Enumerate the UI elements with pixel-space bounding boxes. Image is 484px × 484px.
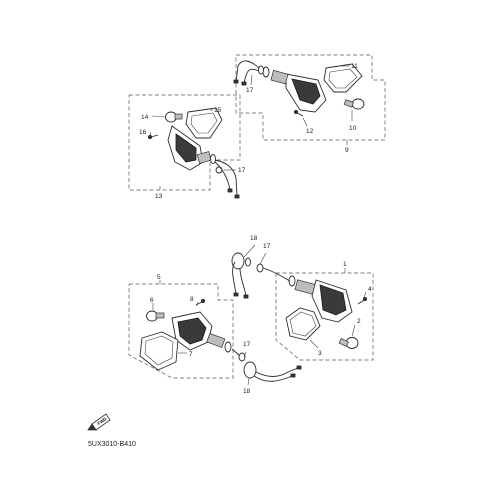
callout-11: 11 [351,63,358,70]
bulb-10 [351,98,365,110]
drawing-code: 5UX3010-B410 [88,441,136,448]
flasher-assembly-13 [128,94,241,199]
flasher-assembly-9 [233,54,386,145]
callout-18: 18 [243,388,251,395]
callout-4: 4 [368,286,372,293]
callout-18: 18 [250,235,258,242]
callout-9: 9 [345,147,349,154]
callout-6: 6 [150,297,154,304]
flasher-assembly-1 [275,268,374,361]
callout-16: 16 [139,129,147,136]
callout-17: 17 [263,243,271,250]
callout-2: 2 [357,318,361,325]
callout-7: 7 [189,351,193,358]
harness-lower [231,348,302,386]
callout-17: 17 [238,167,246,174]
callout-10: 10 [349,125,357,132]
callout-14: 14 [141,114,149,121]
callout-15: 15 [214,107,222,114]
front-arrow-label: FWD [96,416,108,426]
callout-17: 17 [243,341,251,348]
callout-13: 13 [155,193,163,200]
callout-numbers: 11 10 12 17 9 14 15 16 17 13 18 17 1 4 2… [139,63,372,395]
callout-8: 8 [190,296,194,303]
callout-3: 3 [318,350,322,357]
callout-12: 12 [306,128,314,135]
flasher-assembly-5 [128,280,234,379]
callout-5: 5 [157,274,161,281]
callout-17: 17 [246,87,254,94]
lens-7 [139,331,179,371]
front-arrow-icon: FWD [87,413,111,431]
callout-1: 1 [343,261,347,268]
harness-upper [231,244,291,299]
